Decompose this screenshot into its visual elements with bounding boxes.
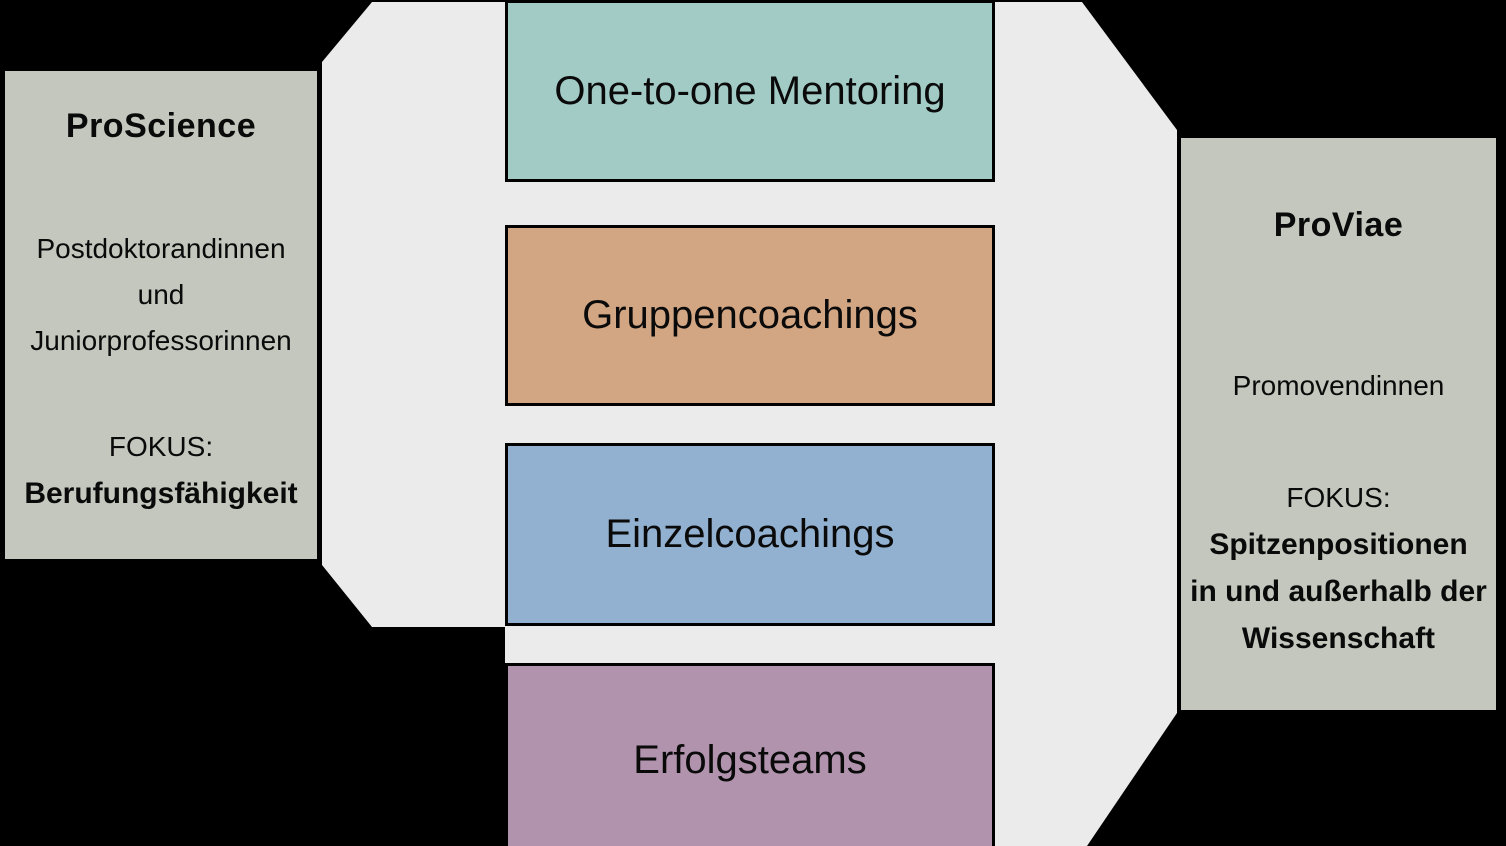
panel-proviae-audience: Promovendinnen [1233,363,1445,409]
offer-box-one-to-one-mentoring: One-to-one Mentoring [505,0,995,182]
focus-value-line: Wissenschaft [1241,622,1436,655]
panel-proviae-title: ProViae [1273,206,1404,244]
offer-box-erfolgsteams: Erfolgsteams [505,663,995,846]
panel-proviae: ProViae Promovendinnen FOKUS: Spitzenpos… [1178,135,1499,713]
offer-box-label: One-to-one Mentoring [554,68,946,113]
panel-proscience: ProScience Postdoktorandinnen und Junior… [2,68,320,562]
focus-label: FOKUS: [1286,482,1391,513]
focus-value-line: in und außerhalb der [1190,575,1487,608]
focus-label: FOKUS: [108,431,214,462]
offer-box-label: Einzelcoachings [605,512,895,556]
panel-proviae-focus: FOKUS: Spitzenpositionen in und außerhal… [1190,475,1487,662]
panel-proscience-focus: FOKUS: Berufungsfähigkeit [24,424,297,517]
audience-line: und [137,279,185,310]
offer-box-gruppencoachings: Gruppencoachings [505,225,995,406]
audience-line: Promovendinnen [1232,370,1445,401]
focus-value: Spitzenpositionen in und außerhalb der W… [1190,521,1487,662]
offer-box-label: Erfolgsteams [633,738,867,782]
panel-proscience-audience: Postdoktorandinnen und Juniorprofessorin… [30,226,292,364]
focus-value: Berufungsfähigkeit [24,477,298,510]
offer-box-label: Gruppencoachings [582,293,918,337]
focus-value-line: Spitzenpositionen [1209,528,1468,561]
audience-line: Postdoktorandinnen [36,233,286,264]
offer-box-einzelcoachings: Einzelcoachings [505,443,995,626]
panel-proscience-title: ProScience [65,107,257,145]
audience-line: Juniorprofessorinnen [30,325,292,356]
